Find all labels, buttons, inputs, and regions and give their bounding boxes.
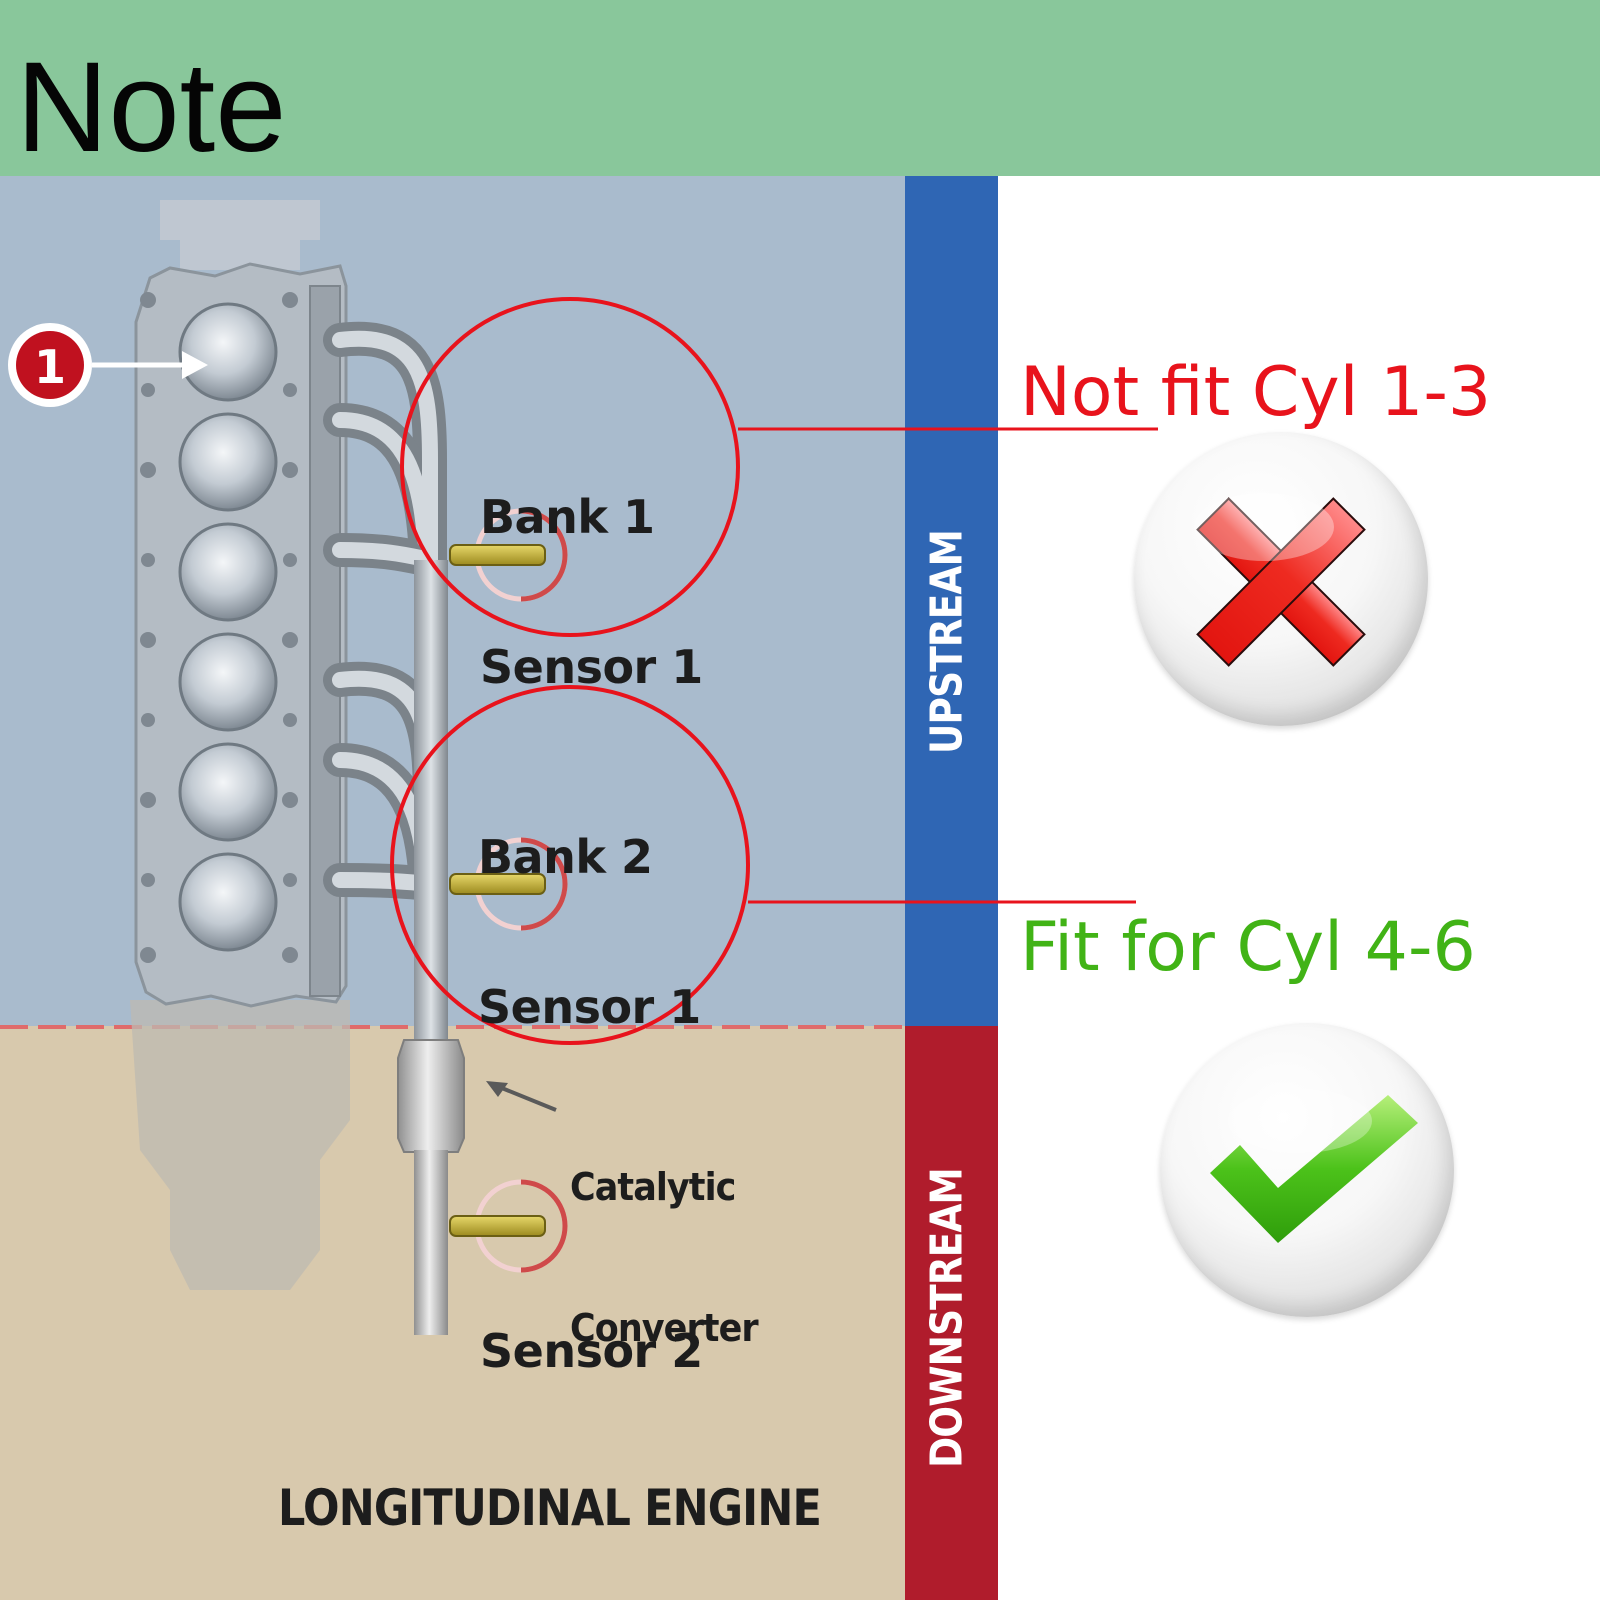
highlight-bank1	[400, 297, 740, 637]
engine-diagram: 1 Bank 1 Sensor 1 Bank 2 Sensor 1 Cataly…	[0, 176, 998, 1600]
sensor-bank2	[449, 837, 568, 931]
cylinder-6	[178, 852, 278, 952]
fit-badge	[1160, 1023, 1454, 1317]
callout-not-fit: Not fit Cyl 1-3	[1020, 353, 1492, 432]
downstream-band	[905, 1026, 998, 1600]
header-bar: Note	[0, 0, 1600, 176]
sensor-2-downstream	[449, 1179, 568, 1273]
sensor-bank1	[449, 508, 568, 602]
check-icon	[1210, 1089, 1418, 1243]
label-catalytic: Catalytic	[570, 1165, 736, 1209]
label-bank1: Bank 1	[480, 490, 655, 544]
cylinder-1	[178, 302, 278, 402]
exhaust-pipe	[414, 560, 448, 1070]
callout-fit: Fit for Cyl 4-6	[1020, 908, 1476, 987]
label-bank2: Bank 2	[478, 830, 653, 884]
upstream-band	[905, 176, 998, 1026]
label-bank1-sensor: Sensor 1	[480, 640, 703, 694]
cross-icon	[1194, 493, 1366, 667]
label-sensor2: Sensor 2	[480, 1324, 703, 1378]
not-fit-badge	[1134, 432, 1428, 726]
label-bank2-sensor: Sensor 1	[478, 980, 701, 1034]
page-title: Note	[16, 36, 287, 179]
catalytic-converter	[397, 1039, 465, 1153]
cylinder-4	[178, 632, 278, 732]
label-converter: Converter	[570, 1306, 759, 1350]
cylinder-5	[178, 742, 278, 842]
cylinder-3	[178, 522, 278, 622]
marker-number: 1	[34, 340, 66, 394]
label-longitudinal-engine: LONGITUDINAL ENGINE	[278, 1479, 822, 1537]
highlight-bank2	[390, 685, 750, 1045]
cylinder-2	[178, 412, 278, 512]
